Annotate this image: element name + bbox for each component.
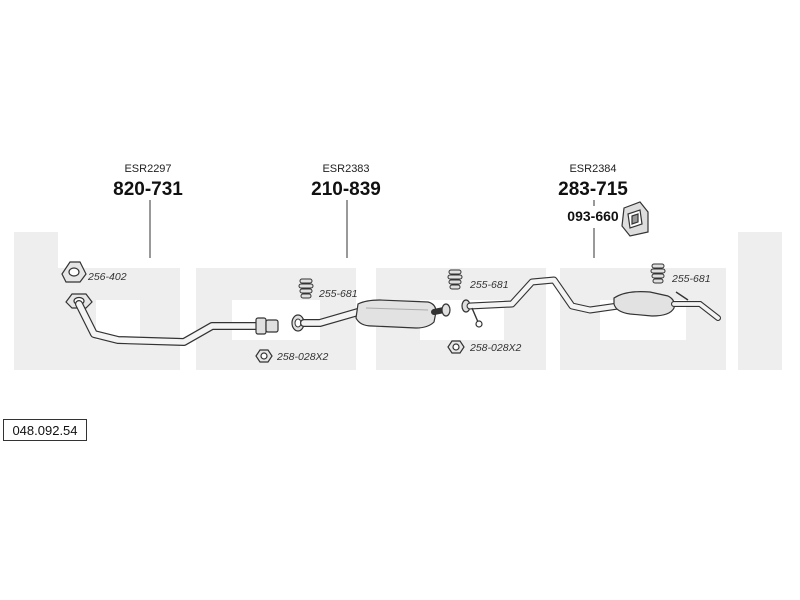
esr-code-2: ESR2383 — [322, 163, 369, 175]
gasket-icon — [61, 261, 87, 283]
front-pipe — [75, 300, 279, 346]
label-mount-2: 255-681 — [469, 279, 509, 291]
reference-number: 048.092.54 — [3, 419, 87, 441]
esr-code-3: ESR2384 — [569, 163, 616, 175]
rubber-mount-icon-3 — [650, 263, 666, 284]
label-mount-3: 255-681 — [671, 273, 711, 285]
label-mount-1: 255-681 — [318, 288, 358, 300]
hanger-kit-icon — [621, 201, 649, 237]
label-gasket: 256-402 — [87, 271, 127, 283]
nut-icon-2 — [447, 340, 465, 354]
leader-lines — [149, 200, 595, 258]
center-pipe — [291, 299, 451, 332]
nut-icon-1 — [255, 349, 273, 363]
esr-code-1: ESR2297 — [124, 163, 171, 175]
hanger-kit-number: 093-660 — [567, 208, 619, 224]
rear-pipe — [461, 276, 721, 328]
part-number-3: 283-715 — [558, 179, 628, 200]
part-number-1: 820-731 — [113, 179, 183, 200]
label-nut-1: 258-028X2 — [276, 351, 329, 363]
rubber-mount-icon-1 — [298, 278, 314, 299]
rubber-mount-icon-2 — [447, 269, 463, 290]
label-nut-2: 258-028X2 — [469, 342, 522, 354]
part-number-2: 210-839 — [311, 179, 381, 200]
